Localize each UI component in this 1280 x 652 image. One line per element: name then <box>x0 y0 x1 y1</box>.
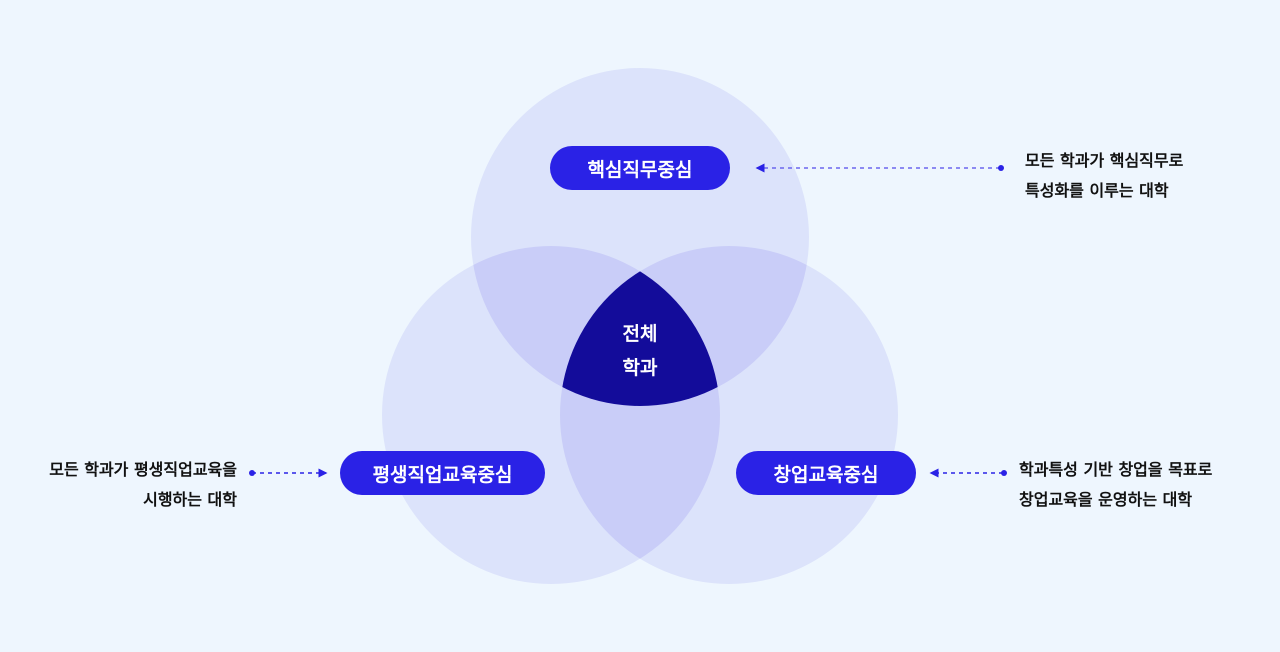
startup-description: 학과특성 기반 창업을 목표로 창업교육을 운영하는 대학 <box>1019 455 1212 515</box>
startup-pill: 창업교육중심 <box>736 451 916 495</box>
desc-line: 창업교육을 운영하는 대학 <box>1019 490 1193 509</box>
arrow-top <box>755 163 1004 173</box>
center-intersection <box>560 246 720 406</box>
arrow-right <box>929 468 1007 478</box>
center-label: 전체 학과 <box>590 317 690 385</box>
desc-line: 특성화를 이루는 대학 <box>1025 181 1169 200</box>
center-line2: 학과 <box>622 357 658 379</box>
center-line1: 전체 <box>622 323 658 345</box>
desc-line: 시행하는 대학 <box>143 490 237 509</box>
desc-line: 모든 학과가 평생직업교육을 <box>49 460 237 479</box>
desc-line: 모든 학과가 핵심직무로 <box>1025 151 1184 170</box>
core-job-description: 모든 학과가 핵심직무로 특성화를 이루는 대학 <box>1025 146 1183 206</box>
core-job-pill: 핵심직무중심 <box>550 146 730 190</box>
desc-line: 학과특성 기반 창업을 목표로 <box>1019 460 1213 479</box>
lifelong-description: 모든 학과가 평생직업교육을 시행하는 대학 <box>49 455 237 515</box>
lifelong-pill: 평생직업교육중심 <box>340 451 545 495</box>
arrow-left <box>249 468 328 478</box>
